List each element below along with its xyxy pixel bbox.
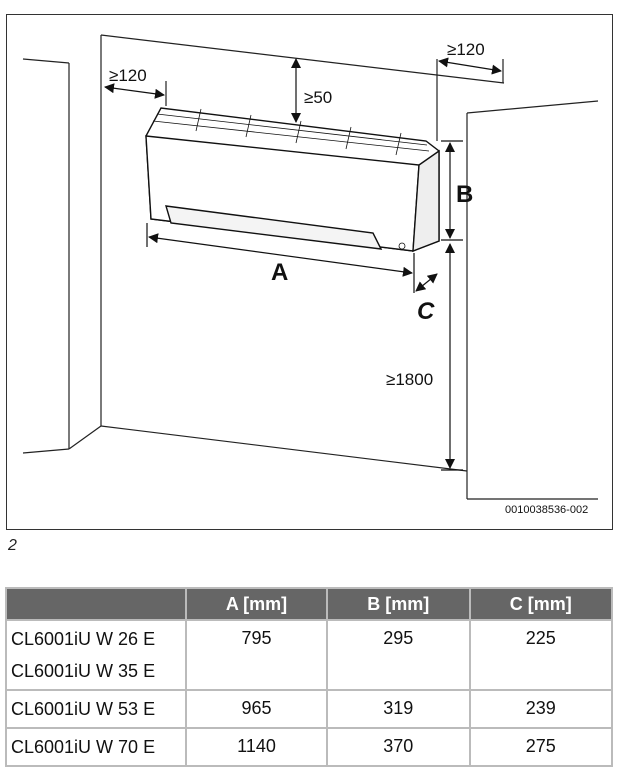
header-B: B [mm] [326, 587, 471, 621]
air-conditioner-unit [145, 107, 440, 253]
header-A: A [mm] [184, 587, 329, 621]
dimensions-table: A [mm] B [mm] C [mm] CL6001iU W 26 E CL6… [5, 587, 613, 767]
value-A: 1140 [184, 727, 329, 767]
model-cell: CL6001iU W 70 E [5, 727, 187, 767]
model-cell: CL6001iU W 53 E [5, 689, 187, 729]
model-name: CL6001iU W 26 E [11, 629, 156, 649]
model-name: CL6001iU W 70 E [11, 737, 156, 757]
value-C: 275 [468, 727, 613, 767]
table-row: CL6001iU W 53 E 965 319 239 [5, 689, 613, 729]
dim-A [148, 233, 413, 277]
value-C: 225 [468, 619, 613, 691]
value-B: 319 [326, 689, 471, 729]
table-row: CL6001iU W 26 E CL6001iU W 35 E 795 295 … [5, 619, 613, 691]
figure-number: 2 [8, 537, 17, 554]
room-walls [22, 34, 599, 500]
diagram-svg: ≥120 ≥120 ≥50 ≥1800 A B C 0010038536-002 [22, 34, 599, 516]
header-model [5, 587, 187, 621]
value-C: 239 [468, 689, 613, 729]
label-C: C [417, 298, 435, 325]
value-B: 295 [326, 619, 471, 691]
value-A: 965 [184, 689, 329, 729]
installation-diagram: ≥120 ≥120 ≥50 ≥1800 A B C 0010038536-002 [6, 14, 613, 530]
dim-C [415, 273, 438, 292]
label-top-clearance: ≥50 [304, 88, 332, 107]
label-right-clearance: ≥120 [447, 40, 485, 59]
value-A: 795 [184, 619, 329, 691]
figure-code: 0010038536-002 [505, 504, 588, 516]
header-C: C [mm] [468, 587, 613, 621]
value-B: 370 [326, 727, 471, 767]
model-name: CL6001iU W 53 E [11, 699, 156, 719]
table-row: CL6001iU W 70 E 1140 370 275 [5, 727, 613, 767]
label-floor-clearance: ≥1800 [386, 370, 433, 389]
label-A: A [271, 259, 288, 286]
table-header-row: A [mm] B [mm] C [mm] [5, 587, 613, 621]
label-left-clearance: ≥120 [109, 66, 147, 85]
dim-left-clearance [104, 83, 165, 99]
dim-right-clearance [438, 57, 502, 75]
model-name: CL6001iU W 35 E [11, 661, 156, 681]
model-cell: CL6001iU W 26 E CL6001iU W 35 E [5, 619, 187, 691]
label-B: B [456, 181, 473, 208]
